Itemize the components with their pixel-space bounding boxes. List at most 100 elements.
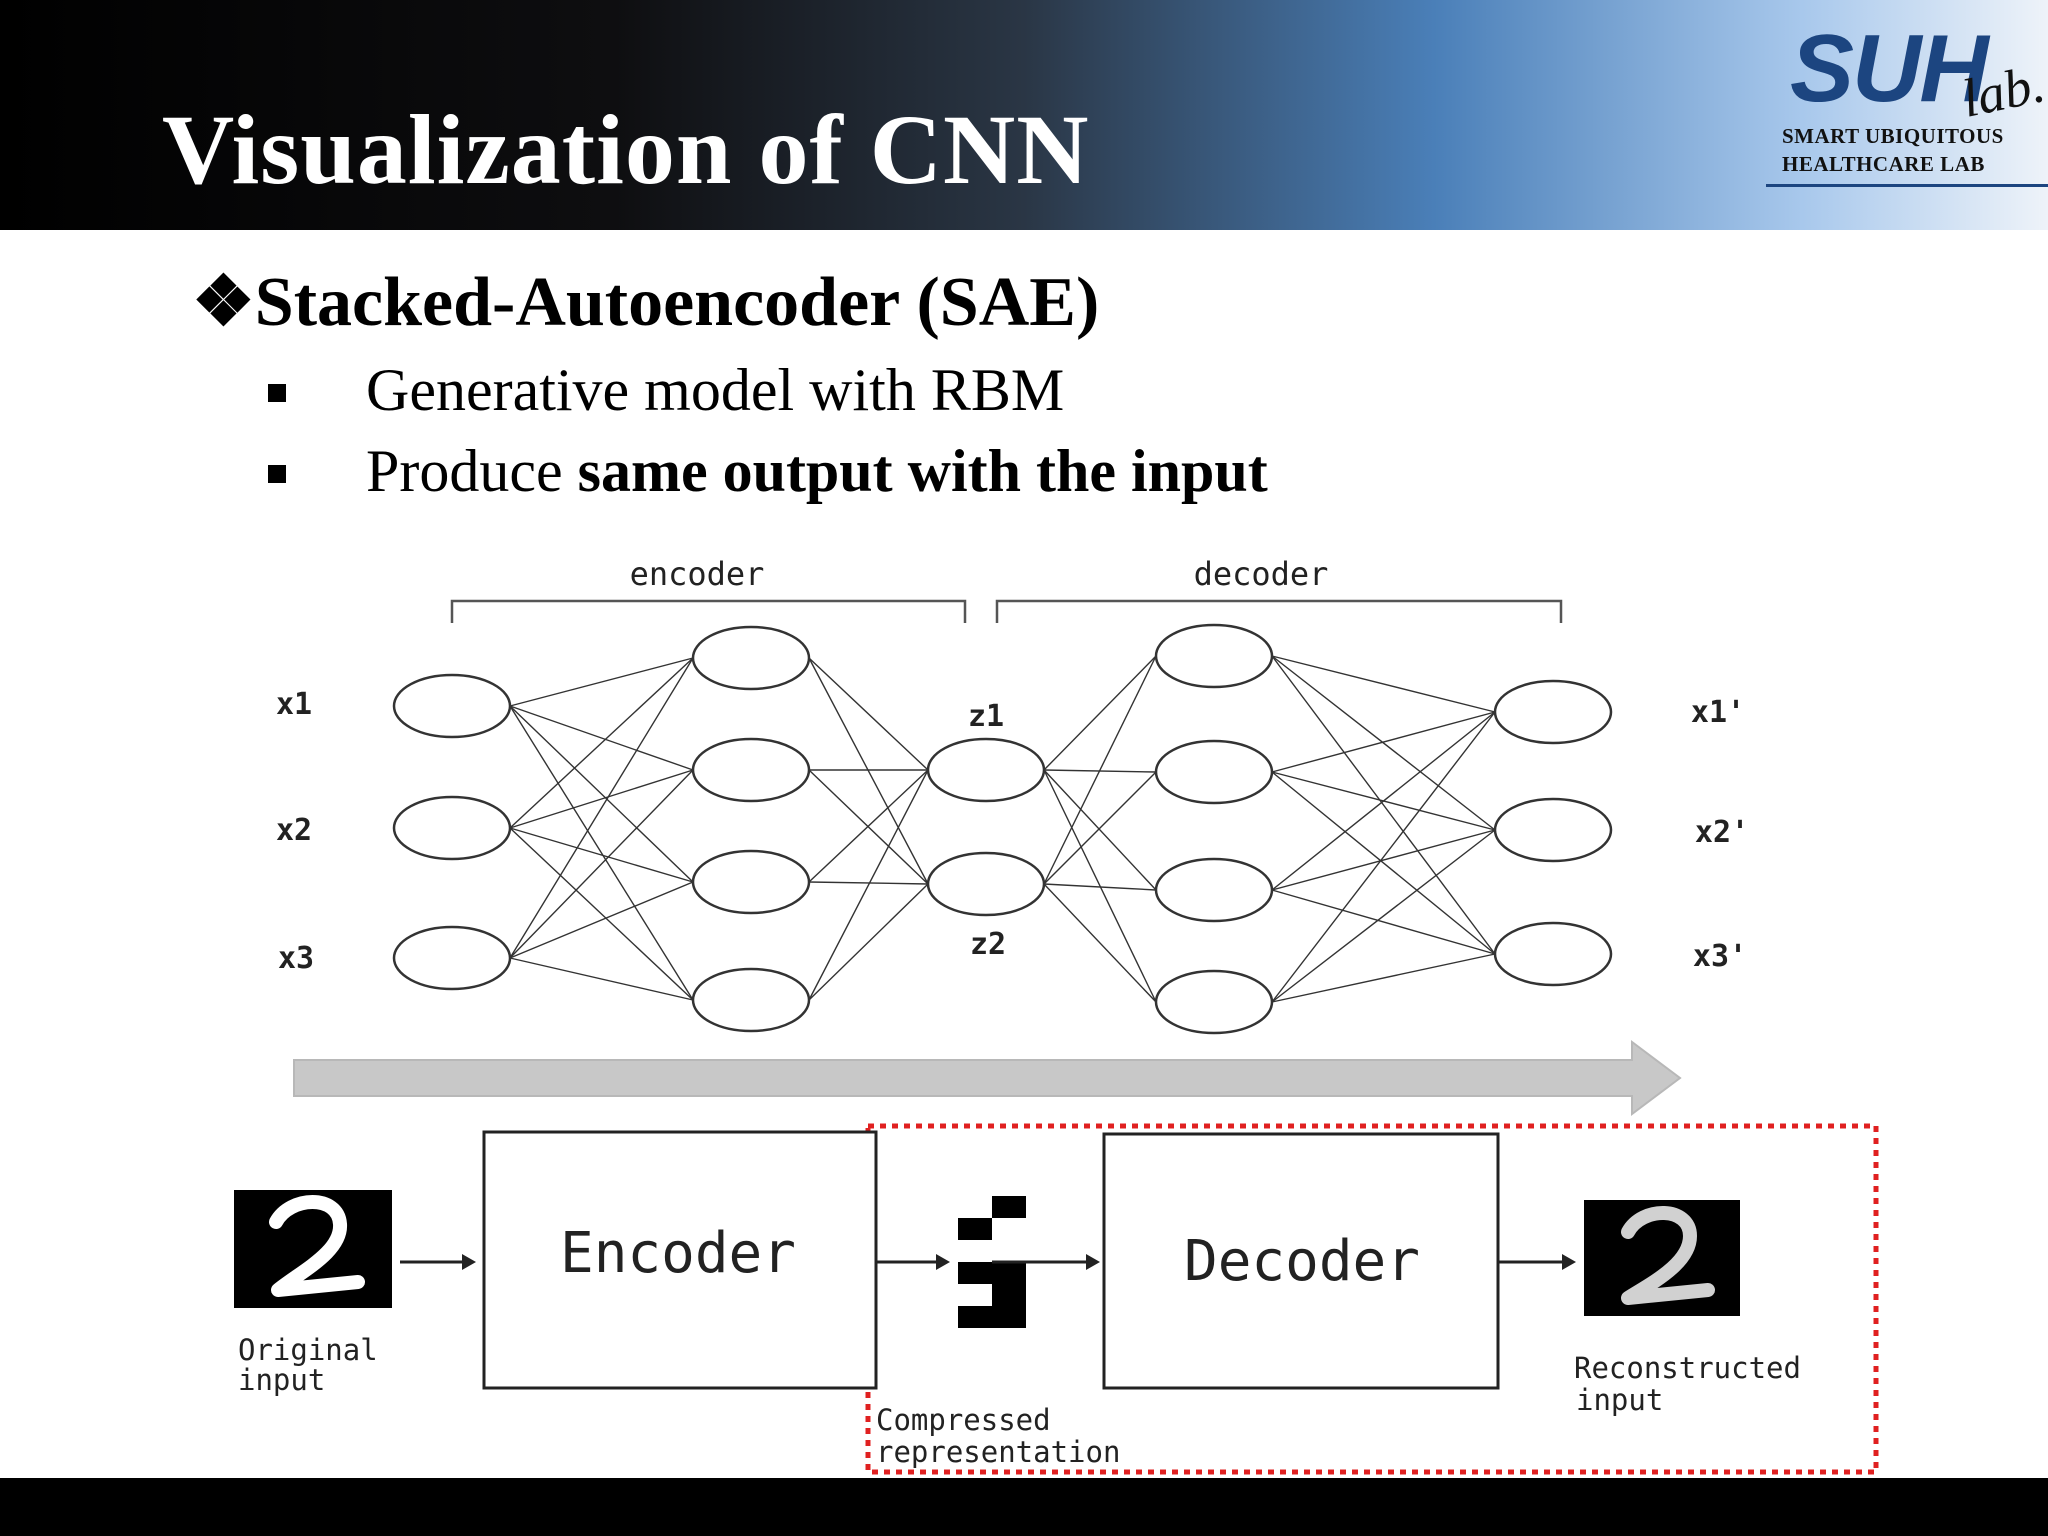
original-input-label-line1: Original — [238, 1333, 378, 1367]
network-node — [926, 851, 1046, 917]
network-node — [1154, 969, 1274, 1035]
network-edge — [808, 881, 929, 885]
section-heading: ❖Stacked-Autoencoder (SAE) — [192, 260, 1099, 343]
encoder-block-label: Encoder — [560, 1221, 796, 1286]
reconstructed-digit-image — [1584, 1200, 1740, 1316]
network-node — [1493, 797, 1613, 863]
network-nodes — [392, 623, 1613, 1035]
network-node — [691, 625, 811, 691]
output-label-x1p: x1' — [1691, 695, 1745, 730]
arrow-to-encoder-head — [462, 1254, 476, 1270]
network-node — [926, 737, 1046, 803]
network-node — [392, 673, 512, 739]
heading-text: Stacked-Autoencoder (SAE) — [254, 264, 1100, 341]
bullet-text-2-prefix: Produce — [366, 438, 578, 504]
network-node — [1493, 921, 1613, 987]
network-node — [691, 849, 811, 915]
code-cell — [958, 1306, 992, 1328]
code-cell — [992, 1306, 1026, 1328]
network-node — [1493, 679, 1613, 745]
arrow-to-output-head — [1562, 1254, 1576, 1270]
logo-line2: HEALTHCARE LAB — [1782, 152, 1985, 176]
compressed-code-image — [958, 1196, 1026, 1328]
network-edge — [808, 657, 929, 885]
decoder-bracket — [995, 599, 1563, 623]
input-label-x3: x3 — [278, 941, 314, 976]
network-edge — [808, 769, 929, 1001]
network-edge — [1271, 655, 1496, 955]
network-edge — [1271, 889, 1496, 955]
network-edge — [1043, 655, 1157, 771]
slide-title: Visualization of CNN — [162, 94, 1090, 205]
code-cell — [992, 1284, 1026, 1306]
network-edge — [1271, 829, 1496, 1003]
title-bar: Visualization of CNN SUH lab. SMART UBIQ… — [0, 0, 2048, 230]
network-edge — [509, 827, 694, 883]
reconstructed-label-line2: input — [1576, 1383, 1663, 1417]
code-cell — [958, 1262, 992, 1284]
network-edge — [1271, 655, 1496, 713]
output-label-x3p: x3' — [1693, 939, 1747, 974]
network-edge — [509, 769, 694, 829]
network-node — [691, 967, 811, 1033]
decoder-block — [1102, 1132, 1500, 1390]
decoder-block-label: Decoder — [1184, 1229, 1420, 1294]
network-edge — [808, 769, 929, 885]
network-edge — [1271, 655, 1496, 831]
arrow-to-decoder-head — [1086, 1254, 1100, 1270]
network-edges — [509, 655, 1496, 1003]
code-cell — [958, 1284, 992, 1306]
original-digit-image — [234, 1190, 392, 1308]
network-edge — [1043, 655, 1157, 885]
lab-logo: SUH lab. SMART UBIQUITOUS HEALTHCARE LAB — [1760, 14, 2048, 192]
network-node — [1154, 739, 1274, 805]
input-label-x2: x2 — [276, 813, 312, 848]
logo-main-text: SUH — [1790, 15, 1989, 122]
network-edge — [1043, 769, 1157, 891]
network-edge — [808, 883, 929, 1001]
network-edge — [509, 657, 694, 829]
encoder-block — [482, 1130, 878, 1390]
encoder-bracket — [450, 599, 967, 623]
network-edge — [1271, 771, 1496, 955]
network-edge — [1043, 883, 1157, 1003]
reconstructed-label-line1: Reconstructed — [1574, 1351, 1801, 1385]
network-edge — [509, 705, 694, 1001]
logo-line1: SMART UBIQUITOUS — [1782, 124, 2004, 148]
network-edge — [509, 881, 694, 959]
network-edge — [1043, 769, 1157, 1003]
network-edge — [509, 705, 694, 771]
network-edge — [1271, 711, 1496, 1003]
square-bullet-icon — [268, 465, 286, 483]
code-cell — [992, 1262, 1026, 1284]
arrow-to-code-head — [936, 1254, 950, 1270]
encoder-bracket-label: encoder — [630, 555, 765, 593]
network-edge — [1271, 829, 1496, 891]
bullet-text-2: Produce same output with the input — [366, 437, 1268, 506]
decoder-bracket-label: decoder — [1194, 555, 1329, 593]
bullet-text-2-bold: same output with the input — [577, 438, 1268, 504]
pipeline-diagram: Encoder Decoder Original input Compresse… — [234, 1123, 1879, 1475]
network-edge — [509, 657, 694, 707]
code-cell — [958, 1218, 992, 1240]
diamond-bullet-icon: ❖ — [192, 264, 255, 341]
network-node — [392, 925, 512, 991]
network-edge — [509, 827, 694, 1001]
network-edge — [509, 769, 694, 959]
code-cell — [992, 1240, 1026, 1262]
network-edge — [509, 657, 694, 959]
network-edge — [1271, 711, 1496, 773]
logo-underline — [1766, 184, 2048, 187]
network-diagram: encoder decoder x1 x2 x3 z1 z2 x1' x2' x… — [276, 555, 1749, 1035]
network-edge — [1043, 771, 1157, 885]
network-edge — [1043, 883, 1157, 891]
network-node — [392, 795, 512, 861]
network-edge — [1271, 953, 1496, 1003]
network-edge — [509, 705, 694, 883]
autoencoder-diagram: encoder decoder x1 x2 x3 z1 z2 x1' x2' x… — [234, 555, 1879, 1475]
network-edge — [808, 657, 929, 771]
flow-arrow — [293, 1040, 1682, 1116]
footer-bar — [0, 1478, 2048, 1536]
original-input-label-line2: input — [238, 1363, 325, 1397]
code-cell — [958, 1196, 992, 1218]
